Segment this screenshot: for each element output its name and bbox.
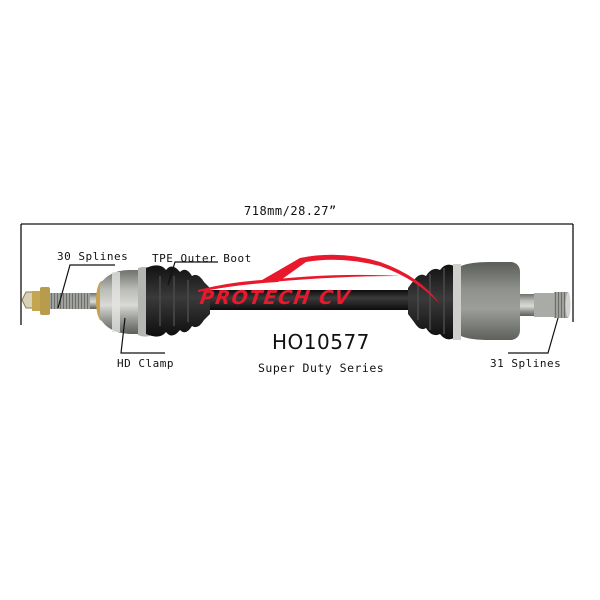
inner-cv-housing: [461, 262, 571, 340]
protech-logo-swoosh: [198, 254, 440, 304]
part-number: HO10577: [272, 330, 370, 354]
leader-lines: [57, 261, 559, 354]
inner-splines-label: 31 Splines: [490, 357, 562, 370]
overall-length-label: 718mm/28.27”: [244, 204, 337, 218]
product-series: Super Duty Series: [258, 361, 385, 375]
outer-boot-label: TPE Outer Boot: [152, 252, 252, 265]
inner-boot: [408, 264, 461, 340]
outer-boot: [146, 265, 210, 337]
outer-stub-shaft: [21, 287, 100, 315]
outer-splines-label: 30 Splines: [57, 250, 129, 263]
axle-shaft: [195, 290, 420, 310]
clamp-label: HD Clamp: [117, 357, 174, 370]
dimension-line: [20, 223, 574, 325]
brand-logo: PROTECH CV: [198, 287, 353, 309]
